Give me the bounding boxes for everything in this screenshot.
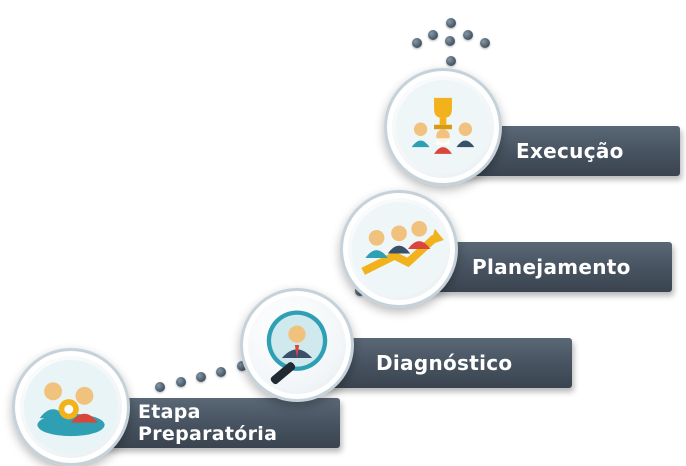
team-growth-arrow-icon	[340, 190, 458, 308]
trophy-team-icon	[384, 68, 502, 186]
path-dot	[216, 367, 226, 377]
path-dot	[446, 56, 456, 66]
path-dot	[176, 377, 186, 387]
path-dot	[446, 18, 456, 28]
team-meeting-icon	[12, 348, 130, 466]
path-dot	[196, 372, 206, 382]
path-dot	[412, 38, 422, 48]
step-label: Etapa Preparatória	[138, 401, 277, 445]
path-dot	[237, 361, 247, 371]
path-dot	[480, 38, 490, 48]
path-dot	[445, 36, 455, 46]
path-dot	[428, 30, 438, 40]
path-dot	[155, 382, 165, 392]
stairway-diagram: Etapa Preparatória Diagnóstico	[12, 18, 680, 466]
step-label: Diagnóstico	[376, 351, 513, 375]
step-label: Planejamento	[472, 255, 631, 279]
magnifier-person-icon	[240, 288, 354, 402]
step-label: Execução	[516, 139, 624, 163]
step-label-line: Preparatória	[138, 423, 278, 445]
step-label-box: Etapa Preparatória	[88, 398, 340, 448]
step-label-box: Diagnóstico	[316, 338, 572, 388]
path-dot	[463, 30, 473, 40]
step-label-line: Etapa	[138, 401, 201, 423]
